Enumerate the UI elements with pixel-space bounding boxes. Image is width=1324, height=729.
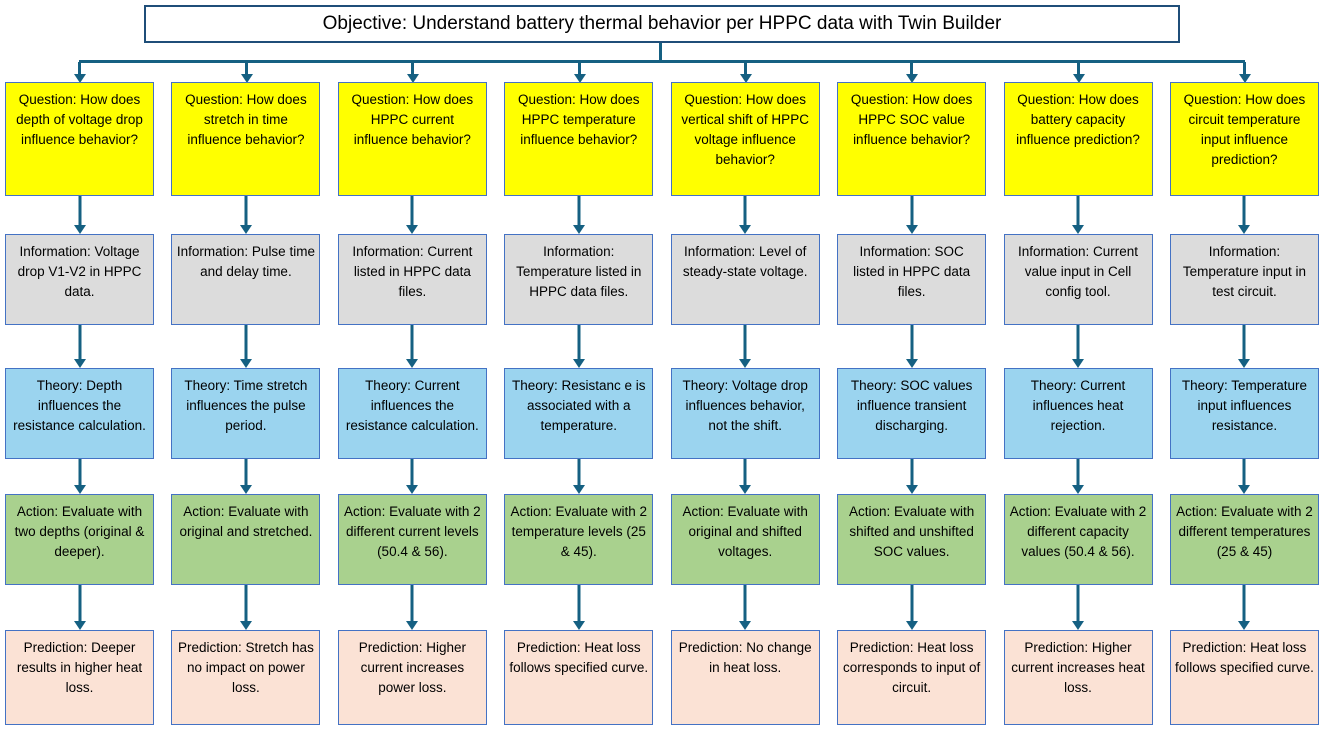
down-arrow-icon <box>504 585 653 630</box>
prediction-box: Prediction: Higher current increases pow… <box>337 630 487 725</box>
down-arrow-icon <box>5 196 154 234</box>
column-2: Question: How does stretch in time influ… <box>171 82 321 725</box>
down-arrow-icon <box>1077 62 1080 74</box>
down-arrow-icon <box>1004 325 1153 368</box>
down-arrow-icon <box>1004 459 1153 494</box>
down-arrow-icon <box>171 325 320 368</box>
action-box: Action: Evaluate with 2 temperature leve… <box>504 494 654 585</box>
column-1: Question: How does depth of voltage drop… <box>5 82 154 725</box>
down-arrow-icon <box>338 585 487 630</box>
prediction-box: Prediction: Deeper results in higher hea… <box>5 630 154 725</box>
question-box: Question: How does HPPC current influenc… <box>337 82 487 196</box>
theory-box: Theory: Temperature input influences res… <box>1169 368 1319 459</box>
column-8: Question: How does circuit temperature i… <box>1169 82 1319 725</box>
question-box: Question: How does HPPC SOC value influe… <box>837 82 987 196</box>
down-arrow-icon <box>504 196 653 234</box>
theory-box: Theory: Time stretch influences the puls… <box>171 368 321 459</box>
information-box: Information: Current listed in HPPC data… <box>337 234 487 325</box>
down-arrow-icon <box>5 325 154 368</box>
column-6: Question: How does HPPC SOC value influe… <box>837 82 987 725</box>
down-arrow-icon <box>171 459 320 494</box>
information-box: Information: Pulse time and delay time. <box>171 234 321 325</box>
prediction-box: Prediction: Heat loss follows specified … <box>1169 630 1319 725</box>
prediction-box: Prediction: Heat loss corresponds to inp… <box>837 630 987 725</box>
prediction-box: Prediction: Higher current increases hea… <box>1003 630 1153 725</box>
down-arrow-icon <box>1004 196 1153 234</box>
column-7: Question: How does battery capacity infl… <box>1003 82 1153 725</box>
down-arrow-icon <box>5 459 154 494</box>
column-4: Question: How does HPPC temperature infl… <box>504 82 654 725</box>
column-5: Question: How does vertical shift of HPP… <box>670 82 820 725</box>
down-arrow-icon <box>671 196 820 234</box>
down-arrow-icon <box>504 459 653 494</box>
question-box: Question: How does HPPC temperature infl… <box>504 82 654 196</box>
information-box: Information: Voltage drop V1-V2 in HPPC … <box>5 234 154 325</box>
action-box: Action: Evaluate with original and shift… <box>670 494 820 585</box>
question-box: Question: How does battery capacity infl… <box>1003 82 1153 196</box>
down-arrow-icon <box>671 325 820 368</box>
objective-title: Objective: Understand battery thermal be… <box>322 13 1002 34</box>
action-box: Action: Evaluate with two depths (origin… <box>5 494 154 585</box>
theory-box: Theory: Depth influences the resistance … <box>5 368 154 459</box>
down-arrow-icon <box>5 585 154 630</box>
down-arrow-icon <box>744 62 747 74</box>
down-arrow-icon <box>837 459 986 494</box>
information-box: Information: SOC listed in HPPC data fil… <box>837 234 987 325</box>
information-box: Information: Temperature input in test c… <box>1169 234 1319 325</box>
connector-stem <box>659 43 662 61</box>
theory-box: Theory: SOC values influence transient d… <box>837 368 987 459</box>
down-arrow-icon <box>837 325 986 368</box>
theory-box: Theory: Current influences the resistanc… <box>337 368 487 459</box>
action-box: Action: Evaluate with 2 different curren… <box>337 494 487 585</box>
down-arrow-icon <box>671 459 820 494</box>
down-arrow-icon <box>171 196 320 234</box>
question-box: Question: How does vertical shift of HPP… <box>670 82 820 196</box>
down-arrow-icon <box>837 196 986 234</box>
theory-box: Theory: Current influences heat rejectio… <box>1003 368 1153 459</box>
down-arrow-icon <box>1243 62 1246 74</box>
down-arrow-icon <box>1004 585 1153 630</box>
action-box: Action: Evaluate with 2 different capaci… <box>1003 494 1153 585</box>
down-arrow-icon <box>78 62 81 74</box>
information-box: Information: Temperature listed in HPPC … <box>504 234 654 325</box>
down-arrow-icon <box>1170 325 1319 368</box>
prediction-box: Prediction: Stretch has no impact on pow… <box>171 630 321 725</box>
prediction-box: Prediction: No change in heat loss. <box>670 630 820 725</box>
question-box: Question: How does depth of voltage drop… <box>5 82 154 196</box>
columns-row: Question: How does depth of voltage drop… <box>0 82 1324 725</box>
down-arrow-icon <box>671 585 820 630</box>
theory-box: Theory: Voltage drop influences behavior… <box>670 368 820 459</box>
down-arrow-icon <box>910 62 913 74</box>
action-box: Action: Evaluate with original and stret… <box>171 494 321 585</box>
action-box: Action: Evaluate with shifted and unshif… <box>837 494 987 585</box>
down-arrow-icon <box>245 62 248 74</box>
information-box: Information: Current value input in Cell… <box>1003 234 1153 325</box>
down-arrow-icon <box>171 585 320 630</box>
branch-connector <box>0 43 1324 82</box>
down-arrow-icon <box>578 62 581 74</box>
question-box: Question: How does stretch in time influ… <box>171 82 321 196</box>
down-arrow-icon <box>1170 585 1319 630</box>
column-3: Question: How does HPPC current influenc… <box>337 82 487 725</box>
down-arrow-icon <box>411 62 414 74</box>
down-arrow-icon <box>1170 196 1319 234</box>
prediction-box: Prediction: Heat loss follows specified … <box>504 630 654 725</box>
theory-box: Theory: Resistanc e is associated with a… <box>504 368 654 459</box>
down-arrow-icon <box>338 459 487 494</box>
action-box: Action: Evaluate with 2 different temper… <box>1169 494 1319 585</box>
down-arrow-icon <box>504 325 653 368</box>
down-arrow-icon <box>338 196 487 234</box>
objective-title-box: Objective: Understand battery thermal be… <box>144 5 1180 43</box>
connector-rail <box>79 60 1245 63</box>
down-arrow-icon <box>338 325 487 368</box>
down-arrow-icon <box>837 585 986 630</box>
down-arrow-icon <box>1170 459 1319 494</box>
information-box: Information: Level of steady-state volta… <box>670 234 820 325</box>
question-box: Question: How does circuit temperature i… <box>1169 82 1319 196</box>
